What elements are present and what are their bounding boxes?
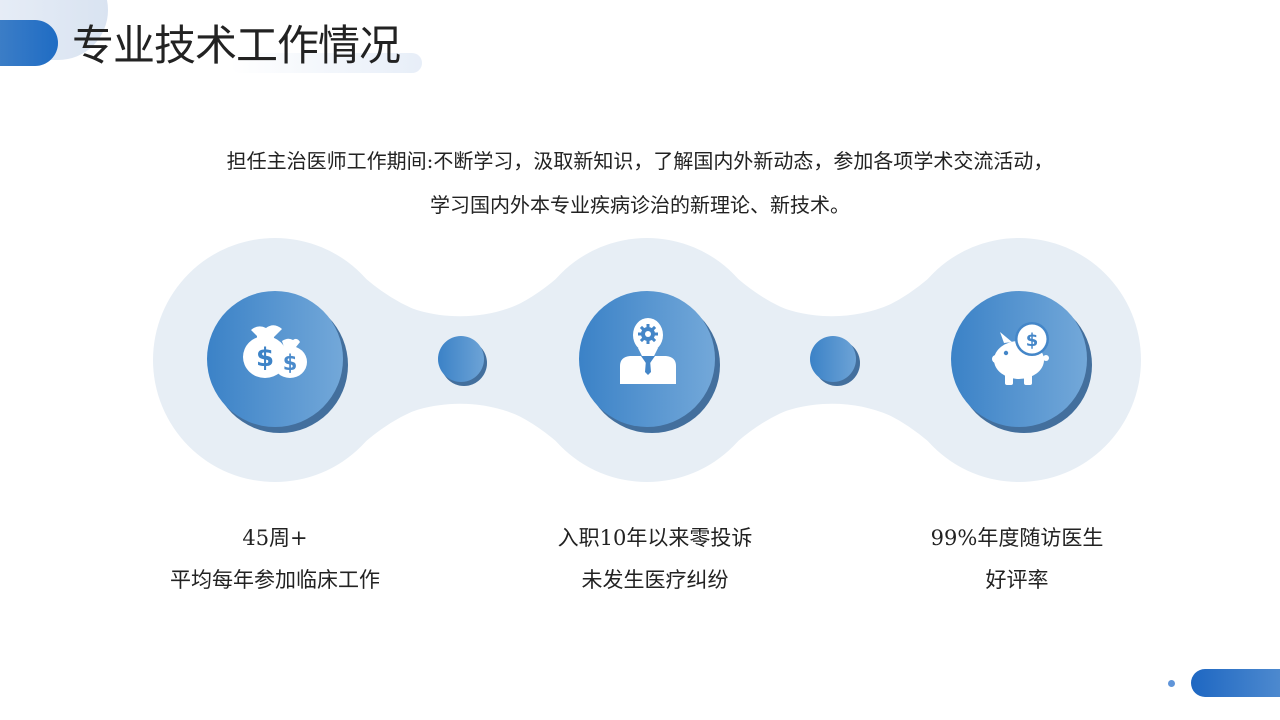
stat-1-description: 平均每年参加临床工作 (170, 568, 380, 592)
footer-pill-decor (1191, 669, 1280, 697)
doctor-gear-icon (620, 318, 676, 384)
stat-caption-1: 45周+ 平均每年参加临床工作 (115, 517, 435, 601)
money-bags-icon: $ $ (243, 325, 307, 378)
svg-text:$: $ (256, 343, 274, 373)
intro-line-2: 学习国内外本专业疾病诊治的新理论、新技术。 (430, 193, 850, 217)
stat-caption-2: 入职10年以来零投诉 未发生医疗纠纷 (495, 517, 815, 601)
footer-dot-decor (1168, 680, 1175, 687)
stat-circle-3: $ (951, 291, 1092, 433)
svg-text:$: $ (1026, 330, 1039, 351)
stat-caption-3: 99%年度随访医生 好评率 (857, 517, 1177, 601)
piggy-bank-icon: $ (992, 322, 1049, 385)
stat-3-description: 好评率 (985, 568, 1049, 592)
connector-dot-2 (810, 336, 860, 386)
svg-text:$: $ (283, 351, 298, 375)
intro-line-1: 担任主治医师工作期间:不断学习，汲取新知识，了解国内外新动态，参加各项学术交流活… (226, 149, 1054, 173)
stat-2-headline: 入职10年以来零投诉 (557, 526, 753, 550)
page-title: 专业技术工作情况 (72, 21, 401, 70)
stat-3-headline: 99%年度随访医生 (930, 526, 1104, 550)
stat-1-headline: 45周+ (242, 526, 308, 550)
stat-circle-2 (579, 291, 720, 433)
title-underline-decor (230, 53, 422, 73)
stat-2-description: 未发生医疗纠纷 (581, 568, 729, 592)
header-accent-pill (0, 20, 58, 66)
connector-dot-1 (438, 336, 487, 386)
stat-circle-1: $ $ (207, 291, 348, 433)
